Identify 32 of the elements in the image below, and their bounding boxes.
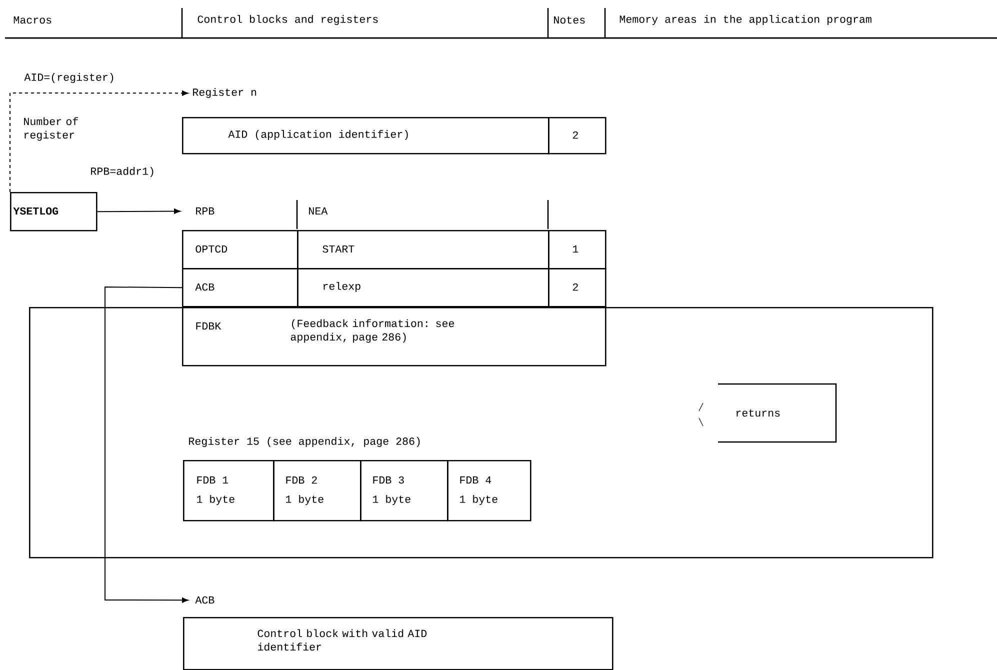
arrow	[10, 90, 188, 192]
arrow	[96, 208, 180, 214]
table-cell: AID (application identifier)	[182, 117, 550, 154]
register-label: Register n	[193, 88, 256, 98]
annotation-text: Number of register	[24, 117, 78, 141]
header-text: Notes	[554, 16, 585, 24]
table-cell: OPTCD	[182, 230, 298, 270]
annotation-text: AID=(register)	[24, 72, 114, 84]
table-cell: START	[297, 230, 550, 270]
table-row: FDBK (Feedback information: see appendix, page 286)	[182, 306, 606, 366]
note-cell: 1	[548, 230, 606, 270]
table-cell: RPB	[196, 207, 214, 215]
table-cell: FDB 2 1 byte	[273, 460, 362, 522]
return-box: returns	[698, 383, 837, 443]
table-cell: ACB	[182, 268, 298, 308]
table-cell: FDB 4 1 byte	[447, 460, 532, 522]
note-cell: 2	[548, 268, 606, 308]
header-text: Macros	[14, 16, 52, 24]
header-text: Memory areas in the application program	[620, 14, 872, 26]
table-cell: FDB 1 1 byte	[183, 460, 274, 522]
control-block-box: Control block with valid AID identifier	[183, 617, 614, 670]
annotation-text: RPB=addr1)	[91, 166, 154, 178]
annotation-text: Register 15 (see appendix, page 286)	[189, 436, 420, 448]
frame-box	[29, 307, 934, 558]
macro-box: YSETLOG	[10, 192, 98, 232]
table-cell: relexp	[297, 268, 550, 308]
header-text: Control blocks and registers	[198, 14, 378, 26]
table-cell: NEA	[309, 207, 328, 215]
note-cell: 2	[548, 117, 606, 154]
arrow	[104, 286, 188, 603]
block-label: ACB	[195, 596, 214, 604]
table-cell: FDB 3 1 byte	[360, 460, 448, 522]
